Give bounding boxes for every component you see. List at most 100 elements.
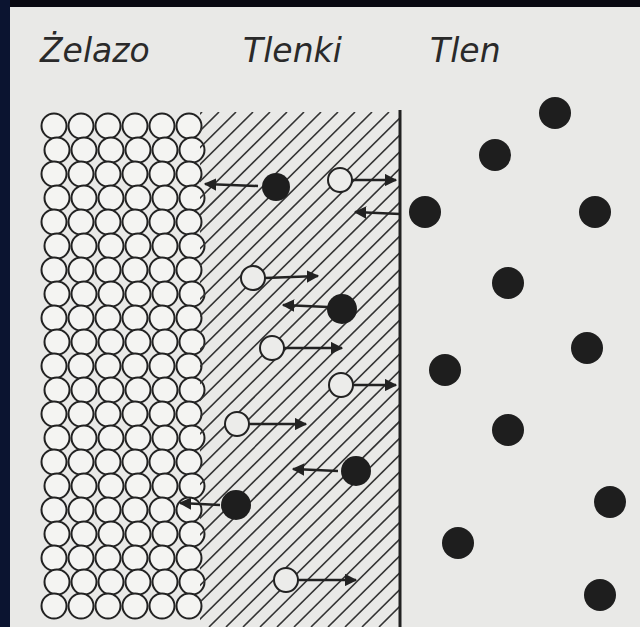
motion-arrow bbox=[205, 184, 258, 186]
iron-atom bbox=[177, 594, 202, 619]
hatch-line bbox=[200, 112, 400, 627]
motion-arrow bbox=[355, 212, 400, 214]
iron-atom bbox=[69, 162, 94, 187]
motion-arrow bbox=[293, 469, 338, 471]
iron-atom bbox=[126, 522, 151, 547]
motion-arrow bbox=[249, 423, 306, 426]
hatch-line bbox=[200, 112, 400, 627]
iron-atom bbox=[177, 114, 202, 139]
iron-atom bbox=[126, 474, 151, 499]
iron-atom bbox=[69, 258, 94, 283]
oxygen-atom bbox=[341, 456, 371, 486]
iron-atom bbox=[45, 426, 70, 451]
iron-atom bbox=[45, 570, 70, 595]
iron-atom bbox=[42, 450, 67, 475]
iron-atom bbox=[177, 450, 202, 475]
iron-atom bbox=[99, 330, 124, 355]
oxygen-atom bbox=[479, 139, 511, 171]
iron-atom bbox=[153, 330, 178, 355]
iron-ion bbox=[329, 373, 353, 397]
iron-atom bbox=[153, 234, 178, 259]
hatch-line bbox=[277, 112, 400, 627]
oxygen-atom bbox=[584, 579, 616, 611]
iron-atom bbox=[153, 282, 178, 307]
hatch-line bbox=[243, 112, 400, 627]
iron-atom bbox=[96, 210, 121, 235]
iron-atom bbox=[126, 330, 151, 355]
iron-atom bbox=[42, 498, 67, 523]
iron-atom bbox=[72, 138, 97, 163]
iron-atom bbox=[69, 402, 94, 427]
iron-atom bbox=[123, 450, 148, 475]
iron-atom bbox=[45, 522, 70, 547]
iron-atom bbox=[99, 186, 124, 211]
iron-atom bbox=[69, 498, 94, 523]
iron-atom bbox=[177, 498, 202, 523]
oxygen-atom bbox=[579, 196, 611, 228]
iron-atom bbox=[45, 282, 70, 307]
hatch-line bbox=[362, 112, 400, 627]
motion-arrow bbox=[284, 347, 342, 350]
iron-atom bbox=[72, 522, 97, 547]
frame bbox=[0, 0, 10, 627]
iron-atom bbox=[42, 258, 67, 283]
iron-atom bbox=[126, 426, 151, 451]
iron-atom bbox=[45, 474, 70, 499]
iron-atom bbox=[72, 234, 97, 259]
iron-atom bbox=[42, 594, 67, 619]
iron-atom bbox=[177, 210, 202, 235]
region-label: Tlenki bbox=[243, 34, 342, 67]
iron-atom bbox=[96, 162, 121, 187]
motion-arrow bbox=[352, 179, 396, 182]
iron-atom bbox=[72, 330, 97, 355]
iron-atom bbox=[96, 258, 121, 283]
hatch-line bbox=[328, 112, 400, 627]
iron-atom bbox=[126, 378, 151, 403]
iron-atom bbox=[150, 354, 175, 379]
iron-atom bbox=[123, 306, 148, 331]
iron-atom bbox=[96, 594, 121, 619]
iron-ion bbox=[241, 266, 265, 290]
motion-arrow bbox=[283, 305, 328, 307]
iron-atom bbox=[153, 522, 178, 547]
iron-atom bbox=[72, 426, 97, 451]
motion-arrow bbox=[265, 276, 318, 278]
iron-atom bbox=[72, 378, 97, 403]
hatch-line bbox=[200, 112, 400, 627]
iron-atom bbox=[123, 210, 148, 235]
iron-atom bbox=[42, 354, 67, 379]
motion-arrow bbox=[353, 384, 396, 387]
iron-atom bbox=[96, 306, 121, 331]
iron-atom bbox=[150, 210, 175, 235]
iron-atom bbox=[177, 354, 202, 379]
iron-atom bbox=[153, 570, 178, 595]
oxygen-atom bbox=[571, 332, 603, 364]
iron-atom bbox=[123, 258, 148, 283]
iron-atom bbox=[180, 474, 205, 499]
hatch-line bbox=[200, 112, 400, 627]
iron-atom bbox=[96, 114, 121, 139]
iron-atom bbox=[45, 330, 70, 355]
oxygen-atom bbox=[492, 414, 524, 446]
iron-atom bbox=[96, 546, 121, 571]
hatch-line bbox=[200, 112, 400, 627]
iron-atom bbox=[123, 402, 148, 427]
iron-atom bbox=[153, 186, 178, 211]
iron-atom bbox=[177, 162, 202, 187]
iron-atom bbox=[99, 378, 124, 403]
iron-atom bbox=[72, 570, 97, 595]
iron-atom bbox=[45, 138, 70, 163]
iron-atom bbox=[150, 498, 175, 523]
iron-atom bbox=[123, 354, 148, 379]
iron-atom bbox=[177, 402, 202, 427]
iron-lattice bbox=[42, 114, 205, 619]
iron-atom bbox=[99, 234, 124, 259]
iron-atom bbox=[153, 474, 178, 499]
oxygen-atom bbox=[327, 294, 357, 324]
iron-atom bbox=[45, 186, 70, 211]
iron-atom bbox=[69, 450, 94, 475]
iron-atom bbox=[99, 570, 124, 595]
iron-atom bbox=[69, 114, 94, 139]
iron-atom bbox=[42, 306, 67, 331]
iron-atom bbox=[123, 162, 148, 187]
